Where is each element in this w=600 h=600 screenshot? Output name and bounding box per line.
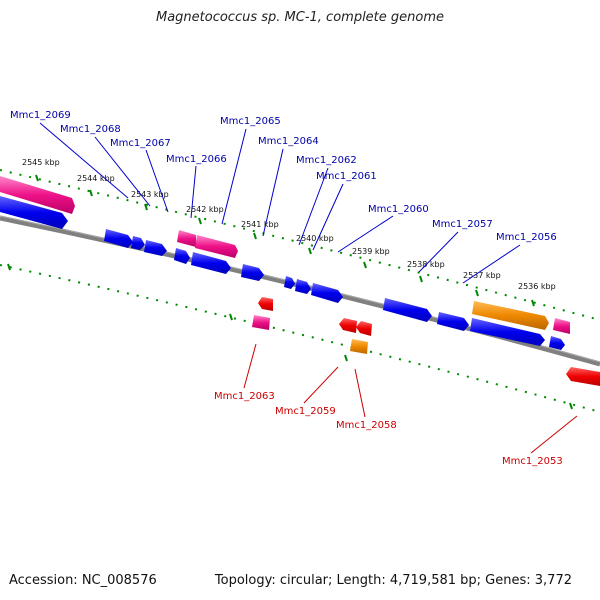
gene-arrow[interactable] — [339, 318, 357, 333]
gene-label[interactable]: Mmc1_2062 — [296, 155, 357, 166]
kbp-label: 2545 kbp — [22, 158, 60, 167]
kbp-label: 2540 kbp — [296, 234, 334, 243]
accession-text: Accession: NC_008576 — [9, 573, 157, 588]
leader-line — [312, 183, 344, 251]
bottom-ruler — [0, 264, 600, 413]
gene-label[interactable]: Mmc1_2056 — [496, 232, 557, 243]
gene-arrow[interactable] — [191, 252, 231, 274]
leader-line — [262, 148, 284, 237]
top-ruler-ticks — [35, 174, 535, 307]
gene-arrow[interactable] — [295, 279, 311, 294]
gene-arrow[interactable] — [566, 367, 600, 386]
kbp-label: 2536 kbp — [518, 282, 556, 291]
gene-arrow[interactable] — [177, 230, 196, 247]
leader-line — [354, 368, 366, 418]
leader-line — [337, 215, 394, 253]
gene-arrow[interactable] — [472, 301, 549, 330]
gene-label[interactable]: Mmc1_2065 — [220, 116, 281, 127]
kbp-label: 2544 kbp — [77, 174, 115, 183]
gene-arrow[interactable] — [258, 297, 273, 311]
gene-label[interactable]: Mmc1_2061 — [316, 171, 377, 182]
gene-label[interactable]: Mmc1_2064 — [258, 136, 319, 147]
bottom-leader-lines — [243, 343, 578, 454]
bottom-gene-labels: Mmc1_2063 Mmc1_2059 Mmc1_2058 Mmc1_2053 — [214, 391, 563, 467]
reverse-genes — [252, 297, 600, 386]
top-gene-labels: Mmc1_2069 Mmc1_2068 Mmc1_2067 Mmc1_2066 … — [10, 110, 557, 243]
gene-arrow[interactable] — [350, 339, 368, 354]
gene-arrow[interactable] — [144, 240, 167, 256]
leader-line — [39, 122, 129, 199]
kbp-label: 2539 kbp — [352, 247, 390, 256]
gene-arrow[interactable] — [104, 229, 133, 248]
gene-label[interactable]: Mmc1_2059 — [275, 406, 336, 417]
bottom-ruler-ticks — [7, 263, 573, 410]
gene-arrow[interactable] — [553, 318, 570, 334]
gene-arrow[interactable] — [549, 336, 565, 350]
gene-arrow[interactable] — [0, 176, 75, 214]
kbp-label: 2537 kbp — [463, 271, 501, 280]
gene-arrow[interactable] — [131, 236, 145, 250]
top-ruler — [0, 169, 600, 321]
leader-line — [298, 167, 329, 246]
gene-label[interactable]: Mmc1_2053 — [502, 456, 563, 467]
gene-arrow[interactable] — [437, 312, 469, 331]
leader-line — [243, 343, 257, 389]
gene-arrow[interactable] — [174, 248, 190, 264]
leader-line — [145, 149, 169, 213]
gene-arrow[interactable] — [383, 298, 432, 322]
map-title: Magnetococcus sp. MC-1, complete genome — [155, 10, 445, 25]
leader-line — [303, 366, 339, 404]
leader-line — [221, 128, 247, 225]
gene-label[interactable]: Mmc1_2063 — [214, 391, 275, 402]
top-leader-lines — [39, 122, 521, 284]
kbp-label: 2542 kbp — [186, 205, 224, 214]
gene-arrow[interactable] — [195, 235, 238, 258]
gene-arrow[interactable] — [356, 321, 372, 336]
kbp-label: 2543 kbp — [131, 190, 169, 199]
gene-arrow[interactable] — [0, 196, 68, 229]
gene-arrow[interactable] — [284, 276, 295, 289]
gene-label[interactable]: Mmc1_2058 — [336, 420, 397, 431]
gene-arrow[interactable] — [241, 264, 264, 281]
gene-arrow[interactable] — [470, 318, 545, 346]
leader-line — [462, 244, 521, 284]
gene-label[interactable]: Mmc1_2069 — [10, 110, 71, 121]
gene-arrow[interactable] — [252, 315, 270, 330]
gene-label[interactable]: Mmc1_2067 — [110, 138, 171, 149]
gene-label[interactable]: Mmc1_2057 — [432, 219, 493, 230]
leader-line — [418, 231, 459, 273]
leader-line — [94, 136, 151, 207]
leader-line — [530, 415, 578, 454]
genome-summary-text: Topology: circular; Length: 4,719,581 bp… — [214, 573, 572, 588]
gene-arrow[interactable] — [311, 283, 343, 303]
gene-label[interactable]: Mmc1_2060 — [368, 204, 429, 215]
leader-line — [190, 165, 197, 219]
kbp-label: 2541 kbp — [241, 220, 279, 229]
forward-genes — [104, 229, 570, 350]
gene-label[interactable]: Mmc1_2066 — [166, 154, 227, 165]
gene-label[interactable]: Mmc1_2068 — [60, 124, 121, 135]
